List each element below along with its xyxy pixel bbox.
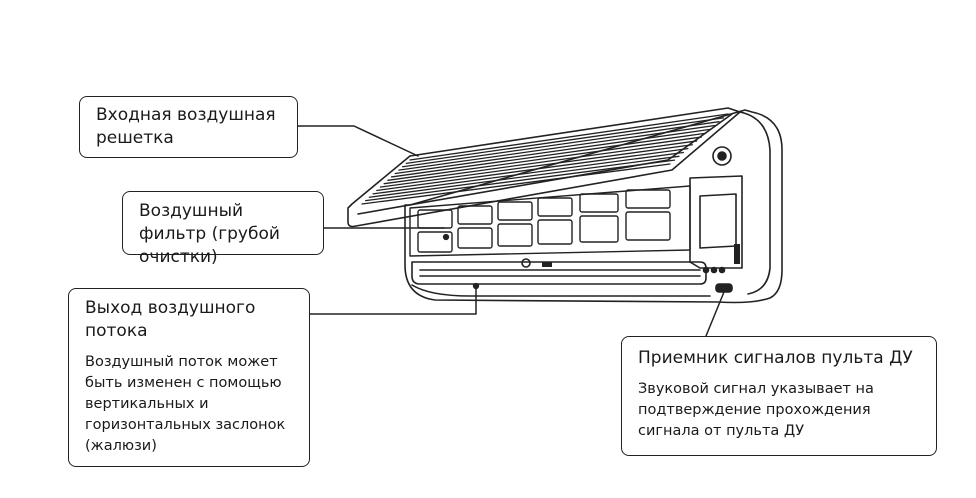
- filter-cell: [457, 205, 493, 225]
- filter-cell: [625, 211, 671, 241]
- grille-panel: [347, 107, 741, 228]
- leader-air-outlet-dot: [472, 282, 480, 290]
- callout-remote-receiver: Приемник сигналов пульта ДУ Звуковой сиг…: [621, 336, 937, 456]
- air-filter-title: Воздушный фильтр (грубой очистки): [139, 201, 280, 267]
- receiver-window: [715, 283, 733, 293]
- callout-air-outlet: Выход воздушного потока Воздушный поток …: [68, 288, 310, 467]
- filter-cell: [579, 193, 619, 213]
- grille-slat: [390, 132, 707, 178]
- leader-air-filter-dot: [442, 233, 450, 241]
- indicator-dot-1: [702, 266, 710, 274]
- filter-cell: [497, 223, 533, 247]
- filter-cell: [579, 215, 619, 243]
- air-outlet-description: Воздушный поток может быть изменен с пом…: [85, 354, 286, 454]
- service-switch: [542, 262, 552, 267]
- grille-slat: [368, 155, 680, 198]
- indicator-dot-2: [710, 266, 718, 274]
- grille-slat: [398, 124, 716, 171]
- air-filter-grid: [409, 185, 691, 257]
- grille-slat: [387, 136, 702, 181]
- grille-slat: [383, 140, 698, 185]
- grille-slat: [405, 117, 725, 165]
- filter-cell: [497, 201, 533, 221]
- side-knob-inner: [717, 151, 727, 161]
- filter-cell: [457, 227, 493, 249]
- remote-receiver-title: Приемник сигналов пульта ДУ: [638, 348, 913, 368]
- grille-slat: [379, 144, 693, 188]
- callout-intake-grille: Входная воздушная решетка: [79, 96, 298, 158]
- side-knob: [712, 146, 732, 166]
- indoor-unit-illustration: [404, 109, 783, 304]
- inner-frame-detail: [699, 193, 737, 249]
- grille-slat: [372, 151, 685, 195]
- unit-body: [404, 109, 783, 304]
- lower-panel: [411, 261, 707, 285]
- bottom-curve: [411, 284, 711, 297]
- grille-slat: [361, 163, 671, 205]
- intake-grille-title: Входная воздушная решетка: [96, 105, 276, 148]
- air-outlet-title: Выход воздушного потока: [85, 298, 256, 341]
- leader-receiver: [705, 291, 725, 337]
- filter-cell: [537, 197, 573, 217]
- indicator-dot-3: [718, 266, 726, 274]
- filter-cell: [625, 189, 671, 209]
- callout-air-filter: Воздушный фильтр (грубой очистки): [122, 191, 324, 267]
- grille-slat: [401, 121, 720, 168]
- filter-cell: [537, 219, 573, 245]
- leader-intake-grille: [297, 125, 419, 157]
- service-button: [521, 258, 531, 268]
- unit-side-edge: [739, 111, 771, 295]
- grille-slat: [394, 128, 711, 175]
- terminal-block: [734, 244, 740, 264]
- grille-slat: [409, 113, 729, 161]
- grille-slat: [376, 147, 689, 192]
- filter-cell: [417, 231, 453, 253]
- leader-lines: [297, 125, 725, 337]
- grille-slats: [361, 113, 729, 205]
- grille-slat: [365, 159, 676, 202]
- remote-receiver-description: Звуковой сигнал указывает на подтвержден…: [638, 381, 874, 439]
- leader-air-outlet: [309, 285, 477, 315]
- intake-grille-illustration: [347, 107, 741, 228]
